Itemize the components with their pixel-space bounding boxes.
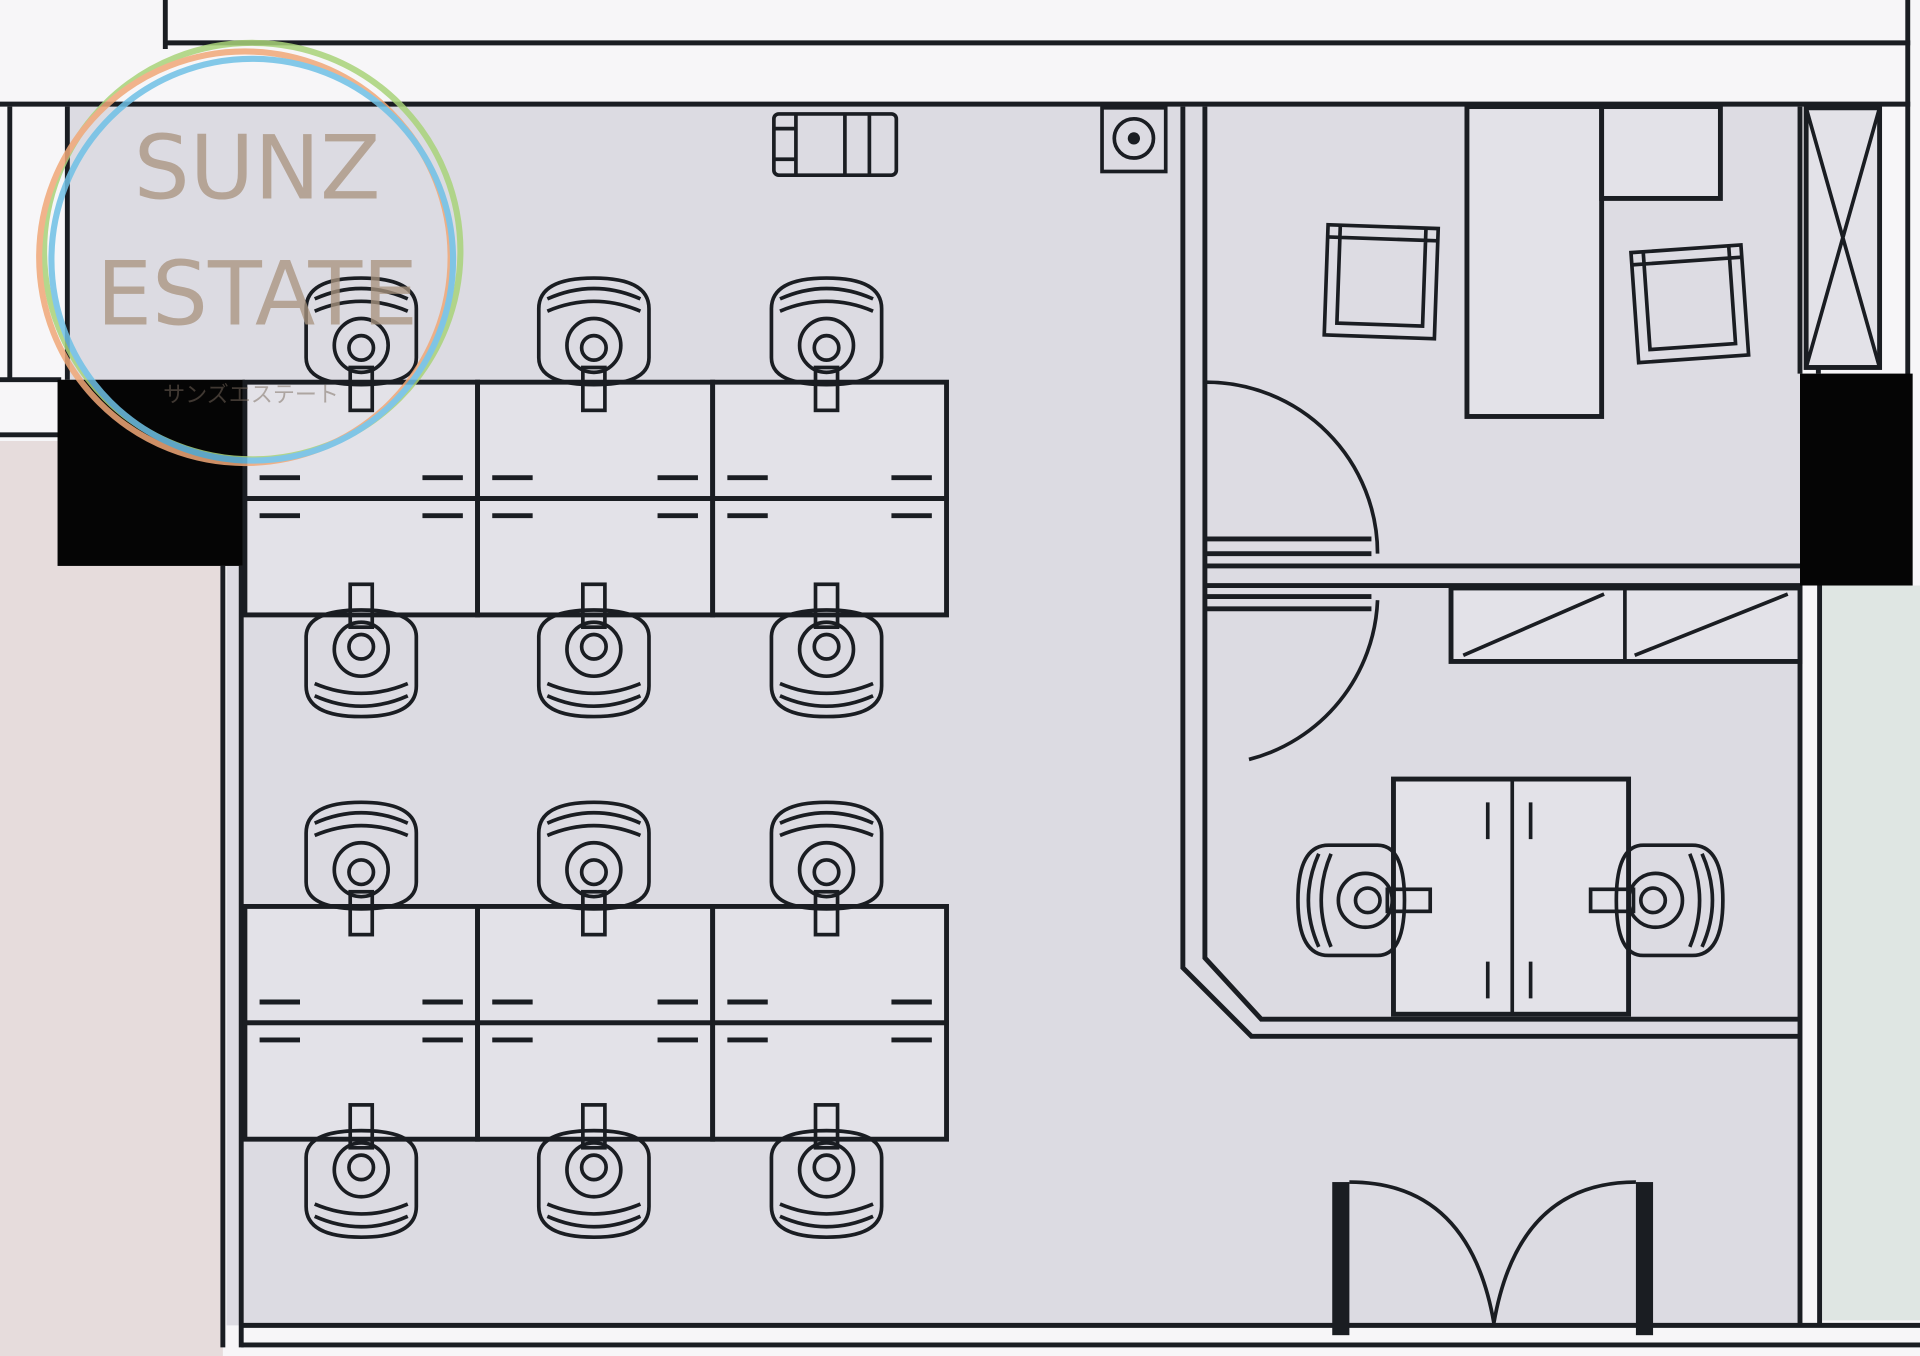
workstation-desk: [242, 379, 480, 501]
workstation-chair: [304, 276, 419, 413]
workstation-desk: [710, 379, 949, 501]
workstation-desk: [710, 904, 949, 1026]
workstation-chair: [536, 276, 651, 413]
workstation-chair: [769, 1103, 884, 1240]
workstation-chair: [769, 800, 884, 937]
workstation-desk: [475, 1020, 716, 1142]
workstation-chair: [304, 582, 419, 719]
workstation-desk: [242, 904, 480, 1026]
workstation-chair: [536, 582, 651, 719]
pillar-left: [57, 379, 245, 566]
workstation-chair: [769, 276, 884, 413]
door-meeting-room[interactable]: [1206, 594, 1380, 762]
watermark-line2: ESTATE: [96, 243, 418, 346]
watermark-kana: サンズエステート: [163, 383, 339, 408]
watermark-logo: SUNZ ESTATE サンズエステート: [36, 39, 464, 467]
office-armchair: [1322, 222, 1441, 341]
storage-cabinet-top: [1803, 105, 1883, 370]
armchair-icon: [772, 112, 899, 178]
workstation-chair: [769, 582, 884, 719]
meeting-chair: [1296, 843, 1433, 958]
workstation-desk: [475, 904, 716, 1026]
outside-area-right: [1822, 585, 1920, 1321]
pillar-right: [1800, 373, 1913, 586]
office-armchair: [1629, 242, 1751, 365]
top-utility-icons: [772, 105, 1168, 178]
meeting-chair: [1588, 843, 1725, 958]
watermark-line1: SUNZ: [134, 116, 381, 219]
office-side-table: [1599, 104, 1723, 201]
workstation-desk: [475, 496, 716, 618]
workstation-desk: [242, 496, 480, 618]
workstation-desk: [242, 1020, 480, 1142]
workstation-desk: [710, 496, 949, 618]
office-desk: [1464, 104, 1605, 419]
ceiling-fixture-icon: [1100, 105, 1168, 174]
storage-cabinet: [1448, 585, 1803, 664]
workstation-chair: [536, 800, 651, 937]
workstation-chair: [304, 1103, 419, 1240]
workstation-desk: [710, 1020, 949, 1142]
entrance-double-door[interactable]: [1332, 1180, 1654, 1336]
workstation-desk: [475, 379, 716, 501]
outside-area-left: [0, 440, 223, 1356]
chairs: [304, 222, 1751, 1240]
door-office[interactable]: [1206, 380, 1380, 557]
workstation-desks: [242, 379, 949, 1142]
workstation-chair: [304, 800, 419, 937]
workstation-chair: [536, 1103, 651, 1240]
